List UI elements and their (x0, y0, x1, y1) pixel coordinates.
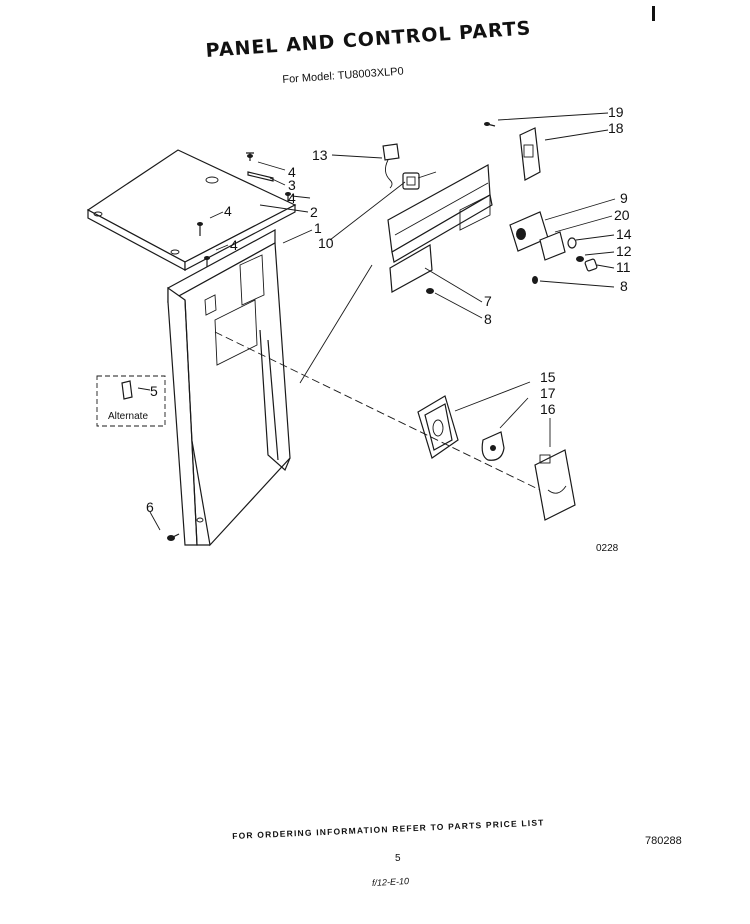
callout-6: 6 (146, 499, 154, 515)
callout-11: 11 (616, 259, 631, 275)
callout-4b: 4 (288, 190, 296, 206)
callout-12: 12 (616, 243, 632, 259)
callout-2: 2 (310, 204, 318, 220)
callout-9: 9 (620, 190, 628, 206)
plate-part-16 (534, 449, 576, 521)
alternate-part-box (96, 375, 166, 427)
callout-19: 19 (608, 104, 624, 120)
control-cluster-parts (426, 211, 598, 294)
callout-15: 15 (540, 369, 556, 385)
callout-1: 1 (314, 220, 322, 236)
document-code: 780288 (645, 835, 682, 847)
callout-17: 17 (540, 385, 556, 401)
screw-part-19 (484, 122, 496, 127)
corner-mark (652, 6, 655, 21)
callout-16: 16 (540, 401, 556, 417)
housing-part-15 (417, 395, 459, 459)
switch-part-13 (382, 143, 400, 189)
callout-8a: 8 (620, 278, 628, 294)
callout-4a: 4 (288, 164, 296, 180)
callout-13: 13 (312, 147, 328, 163)
insert-part-10 (402, 172, 420, 190)
leader-lines (137, 112, 616, 531)
callout-4d: 4 (230, 237, 238, 253)
alternate-label: Alternate (108, 411, 148, 422)
callout-5: 5 (150, 383, 158, 399)
figure-code: 0228 (596, 543, 619, 554)
screw-part-6 (167, 533, 180, 541)
control-rail-part (387, 164, 493, 293)
callout-4c: 4 (224, 203, 232, 219)
handwritten-note: f/12-E-10 (371, 876, 410, 888)
bracket-part-18 (519, 127, 541, 181)
page-number: 5 (395, 853, 401, 864)
callout-7: 7 (484, 293, 492, 309)
top-panel-part (86, 149, 297, 272)
callout-20: 20 (614, 207, 630, 223)
callout-10: 10 (318, 235, 334, 251)
callout-18: 18 (608, 120, 624, 136)
callout-14: 14 (616, 226, 632, 242)
callout-8b: 8 (484, 311, 492, 327)
callout-3: 3 (288, 177, 296, 193)
side-frame-part (167, 228, 291, 547)
callout-labels: 19 18 13 4 3 4 2 1 10 4 4 9 20 14 12 11 … (108, 104, 632, 554)
cam-part-17 (481, 431, 505, 461)
